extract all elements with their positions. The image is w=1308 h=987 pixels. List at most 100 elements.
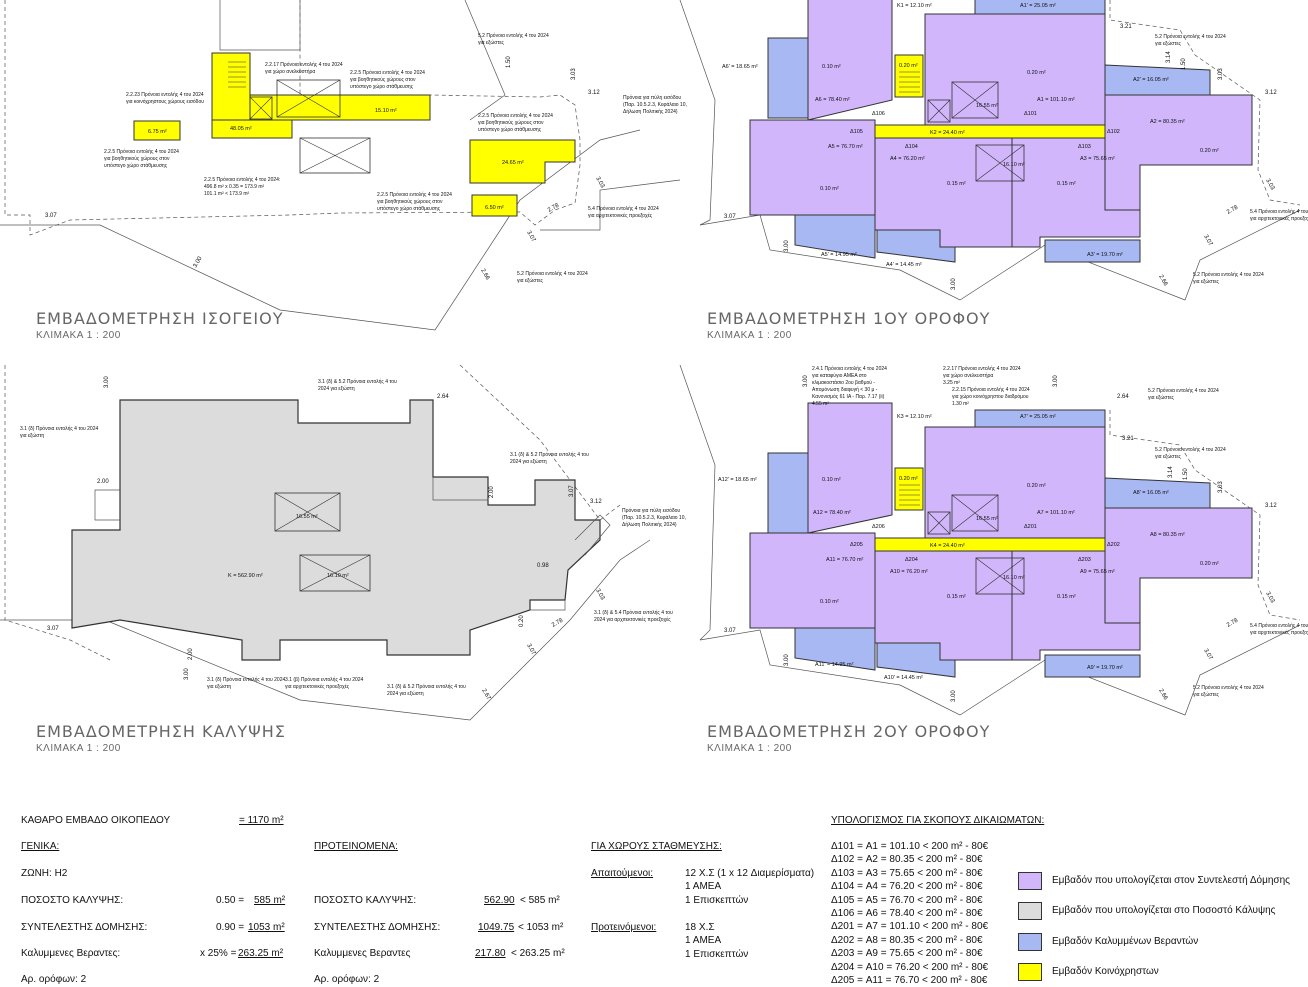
plan-title-ground: ΕΜΒΑΔΟΜΕΤΡΗΣΗ ΙΣΟΓΕΙΟΥ	[36, 309, 284, 328]
first-dimension: 3.07	[1202, 234, 1213, 248]
parking-required-list: 12 Χ.Σ (1 x 12 Διαμερίσματα) 1 ΑΜΕΑ 1 Επ…	[685, 867, 814, 907]
density-value: 1053 m²	[248, 922, 285, 933]
first-area-label: 0.20 m²	[1027, 70, 1046, 76]
second-dimension: 3.00	[951, 690, 957, 702]
ground-common-area	[471, 194, 518, 217]
parking-offered-list: 18 Χ.Σ 1 ΑΜΕΑ 1 Επισκεπτών	[685, 921, 748, 961]
coverage-dimension: 3.07	[525, 643, 536, 657]
plan-scale-first-floor: ΚΛΙΜΑΚΑ 1 : 200	[707, 330, 792, 341]
legend-label: Εμβαδόν που υπολογίζεται στον Συντελεστή…	[1052, 875, 1290, 886]
second-note: 3.25 m²	[943, 380, 960, 386]
ground-dimension: 3.00	[193, 255, 204, 269]
ground-note: για χώρο ανελκυστήρα	[265, 68, 315, 75]
second-dimension: 1.50	[1183, 468, 1189, 480]
parking-heading: ΓΙΑ ΧΩΡΟΥΣ ΣΤΑΘΜΕΥΣΗΣ:	[591, 841, 722, 852]
first-light-well	[975, 144, 1025, 182]
ground-dimension: 3.12	[588, 90, 600, 96]
second-note: για καταφύγιο ΑΜΕΑ στο	[812, 372, 867, 379]
first-area-label: A5 = 76.70 m²	[828, 144, 863, 150]
first-area-label: A2 = 80.35 m²	[1150, 119, 1185, 125]
second-note: 2.2.17 Πρόνοια εντολής 4 του 2024	[943, 365, 1021, 372]
second-dimension: 2.64	[1117, 394, 1129, 400]
second-dimension: 2.66	[1157, 688, 1168, 702]
ground-lift-shaft	[249, 96, 273, 120]
first-area-label: 0.20 m²	[899, 63, 918, 69]
first-dimension: 1.50	[1181, 58, 1187, 70]
ground-lift-shaft-diag	[249, 96, 273, 120]
ground-note: για αρχιτεκτονικές προεξοχές	[588, 212, 653, 219]
ground-plot-outline	[4, 0, 581, 236]
second-dimension: 3.12	[1265, 503, 1277, 509]
ground-stair-outline	[219, 0, 301, 51]
second-area-label: A12 = 78.40 m²	[813, 510, 851, 516]
parking-required-line: 1 ΑΜΕΑ	[685, 881, 722, 893]
ground-light-well-diag	[299, 137, 371, 174]
ground-note: για κοινόχρηστους χώρους εισόδου	[126, 98, 204, 105]
ground-note: 2.2.5 Πρόνοια εντολής 4 του 2024	[377, 191, 452, 198]
coverage-note: 3.1 (δ) & 5.2 Πρόνοια εντολής 4 του	[387, 683, 466, 690]
ground-note: 2.2.23 Πρόνοια εντολής 4 του 2024	[126, 91, 204, 98]
first-light-well-diag	[951, 81, 999, 119]
ground-note: υπόστεγο χώρο στάθμευσης	[478, 126, 542, 133]
parking-required-line: 1 Επισκεπτών	[685, 894, 749, 906]
first-dimension: 3.00	[951, 278, 957, 290]
second-note: κλιμακοστάσιο 2ου βαθμού -	[812, 379, 875, 386]
coverage-dimension: 2.00	[188, 648, 194, 660]
ground-note: 101.1 m² < 173.9 m²	[204, 191, 249, 197]
coverage-note: 3.1 (δ) & 5.4 Πρόνοια εντολής 4 του	[594, 609, 673, 616]
second-note: για αρχιτεκτονικές προεξοχές	[1250, 629, 1308, 636]
first-area-label: 0.20 m²	[1200, 148, 1219, 154]
second-boundary-line	[699, 624, 1301, 716]
coverage-dimension: 0.20	[519, 615, 525, 627]
zone: ΖΩΝΗ: Η2	[21, 868, 68, 879]
parking-offered-line: 1 ΑΜΕΑ	[685, 935, 722, 947]
first-note: για αρχιτεκτονικές προεξοχές	[1250, 215, 1308, 222]
coverage-dimension: 3.00	[184, 668, 190, 680]
ground-note: 2.2.5 Πρόνοια εντολής 4 του 2024	[478, 112, 553, 119]
second-stair-common	[894, 467, 924, 511]
ground-light-well	[276, 79, 341, 118]
second-area-label: A11' = 14.95 m²	[815, 662, 854, 668]
ground-area-label: 48.05 m²	[230, 126, 252, 132]
coverage-note: 2024 για εξώστη	[387, 690, 424, 697]
second-boundary-line	[1109, 410, 1301, 621]
coverage-label: ΠΟΣΟΣΤΟ ΚΑΛΥΨΗΣ:	[21, 895, 124, 906]
second-dimension: 3.07	[1202, 648, 1213, 662]
ground-note: υπόστεγο χώρο στάθμευσης	[377, 205, 441, 212]
rights-line: Δ203 = A9 = 75.65 < 200 m² - 80€	[831, 948, 983, 960]
legend-label: Εμβαδόν που υπολογίζεται στο Ποσοστό Κάλ…	[1052, 905, 1276, 916]
second-area-label: A8 = 80.35 m²	[1150, 532, 1185, 538]
first-dimension: 3.03	[1264, 178, 1275, 192]
first-area-label: A5' = 14.95 m²	[821, 252, 857, 258]
second-note: για εξώστες	[1155, 453, 1182, 460]
coverage-footprint	[71, 399, 601, 661]
second-area-label: Δ205	[850, 542, 863, 548]
coverage-light-well	[274, 492, 341, 532]
density-factor: 0.90 =	[216, 922, 245, 933]
first-dwelling-unit	[807, 0, 893, 121]
second-note: για εξώστες	[1148, 394, 1175, 401]
second-note: 2.2.15 Πρόνοια εντολής 4 του 2024	[952, 386, 1030, 393]
second-area-label: 0.20 m²	[899, 476, 918, 482]
ground-dimension: 1.50	[506, 56, 512, 68]
proposed-coverage-limit: < 585 m²	[520, 895, 560, 906]
second-dimension: 3.00	[803, 375, 809, 387]
ground-dimension: 3.03	[594, 176, 605, 190]
second-area-label: K4 = 24.40 m²	[930, 543, 965, 549]
coverage-note: 2024 για εξώστη	[510, 458, 547, 465]
ground-dimension: 2.66	[479, 268, 490, 282]
first-area-label: A4' = 14.45 m²	[886, 262, 922, 268]
second-area-label: A9 = 75.65 m²	[1080, 569, 1115, 575]
proposed-density-value: 1049.75	[478, 922, 515, 933]
rights-heading: ΥΠΟΛΟΓΙΣΜΟΣ ΓΙΑ ΣΚΟΠΟΥΣ ΔΙΚΑΙΩΜΑΤΩΝ:	[831, 815, 1045, 826]
first-area-label: A2' = 16.05 m²	[1133, 77, 1169, 83]
coverage-light-well	[299, 554, 371, 592]
second-veranda	[767, 452, 809, 534]
ground-common-area	[133, 120, 181, 141]
legend-label: Εμβαδόν Καλυμμένων Βεραντών	[1052, 936, 1199, 947]
ground-note: (Παρ. 10.5.2.3, Κεφάλαιο 10,	[623, 101, 687, 108]
legend-swatch	[1018, 963, 1042, 981]
coverage-value: 585 m²	[254, 895, 286, 906]
coverage-note: 3.1 (δ) & 5.2 Πρόνοια εντολής 4 του	[318, 378, 397, 385]
second-dimension: 2.78	[1226, 617, 1240, 628]
